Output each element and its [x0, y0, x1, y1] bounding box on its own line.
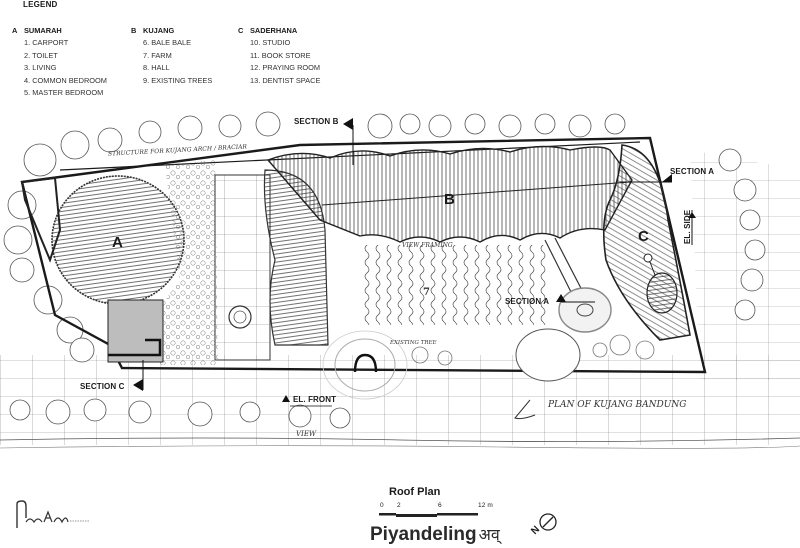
legend-item: 1. CARPORT: [24, 38, 69, 48]
legend-group-letter: A: [12, 26, 18, 35]
legend-title: LEGEND: [23, 0, 58, 9]
zone-label-c: C: [638, 228, 649, 245]
plan-caption: PLAN OF KUJANG BANDUNG: [548, 400, 687, 410]
scale-tick-6: 6: [438, 502, 442, 509]
project-script: अव्: [478, 525, 500, 544]
legend-item: 4. COMMON BEDROOM: [24, 75, 107, 85]
elevation-side-label: EL. SIDE: [683, 209, 692, 244]
legend-item: 7. FARM: [143, 50, 172, 60]
scale-bar: [379, 513, 478, 517]
section-b-label: SECTION B: [294, 117, 339, 126]
section-c-label: SECTION C: [80, 382, 125, 391]
note-existing-tree: EXISTING TREE: [390, 340, 437, 346]
legend-group-name: SADERHANA: [250, 26, 298, 35]
north-arrow-icon: [539, 513, 557, 531]
section-a-label-right: SECTION A: [670, 167, 715, 176]
elevation-front-label: EL. FRONT: [293, 395, 337, 404]
project-name-text: Piyandeling: [370, 524, 477, 545]
legend-item: 5. MASTER BEDROOM: [24, 88, 104, 98]
zone-label-a: A: [112, 234, 123, 251]
zone-label-b: B: [444, 191, 455, 208]
legend-item: 9. EXISTING TREES: [143, 75, 213, 85]
legend-group-letter: C: [238, 26, 244, 35]
legend-group-name: SUMARAH: [24, 26, 62, 35]
legend-item: 8. HALL: [143, 63, 170, 73]
note-view-framing: VIEW FRAMING: [402, 242, 453, 249]
section-a-label-mid: SECTION A: [505, 297, 550, 306]
drawing-title: Roof Plan: [389, 486, 441, 498]
legend-item: 12. PRAYING ROOM: [250, 63, 321, 73]
legend-group-saderhana: C SADERHANA 10. STUDIO 11. BOOK STORE 12.…: [238, 25, 321, 87]
note-view-bottom: VIEW: [296, 430, 317, 438]
legend-item: 6. BALE BALE: [143, 38, 192, 48]
legend-item: 3. LIVING: [24, 63, 57, 73]
farm-number-label: 7: [423, 287, 430, 298]
legend-group-kujang: B KUJANG 6. BALE BALE 7. FARM 8. HALL 9. …: [131, 25, 213, 87]
legend-item: 2. TOILET: [24, 50, 58, 60]
scale-tick-2: 2: [397, 502, 401, 509]
legend-group-letter: B: [131, 26, 137, 35]
legend-item: 11. BOOK STORE: [250, 50, 311, 60]
legend-item: 13. DENTIST SPACE: [250, 75, 321, 85]
scale-tick-0: 0: [380, 502, 384, 509]
legend-group-name: KUJANG: [143, 26, 175, 35]
site-plan-drawing: [0, 111, 800, 449]
scale-tick-12m: 12 m: [478, 502, 493, 509]
legend-item: 10. STUDIO: [250, 38, 291, 48]
architect-logo: [16, 500, 90, 528]
